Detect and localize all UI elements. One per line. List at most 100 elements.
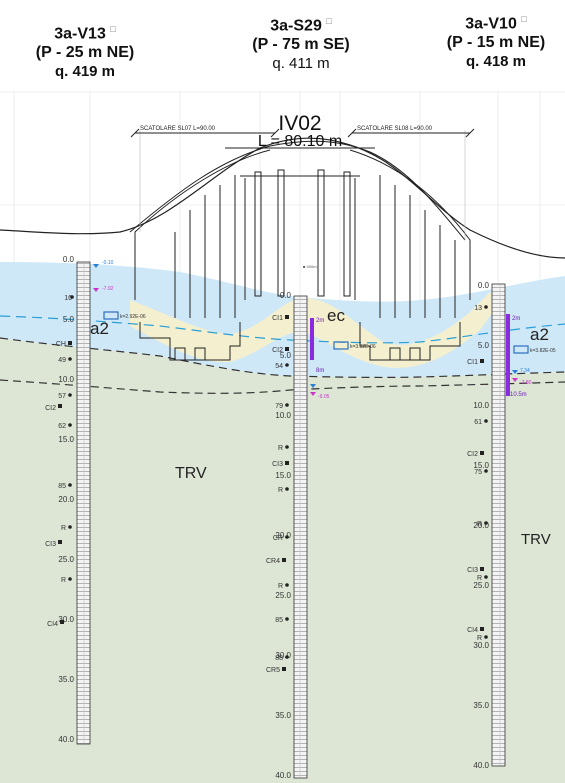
water-marker-icon [310,384,316,388]
water-level: -0.10 [102,260,114,266]
piezometer-bar [506,314,510,396]
depth-tick: 20.0 [58,495,74,504]
depth-tick: 20.0 [473,521,489,530]
depth-tick: 25.0 [58,555,74,564]
sample-label: CI3 [45,541,56,548]
sample-label: CI3 [272,461,283,468]
piezometer-bar [310,318,314,360]
ec-layer [130,292,500,368]
depth-tick: 40.0 [58,735,74,744]
depth-tick: 25.0 [473,581,489,590]
water-level: -7.92 [102,286,114,292]
depth-ticks-v10: 0.0 5.0 10.0 15.0 20.0 25.0 30.0 35.0 40… [473,281,489,770]
box-right-label: SCATOLARE SL08 L=90.00 [357,126,433,132]
samples-v10: 13 CI1 61 CI2 75 R CI3 R CI4 R [467,305,482,642]
log-column [491,283,506,767]
unit-label-trv: TRV [521,531,551,548]
sample-label: R [278,445,283,452]
permeability-box [513,345,529,354]
dash-upper [0,337,565,379]
depth-tick: 5.0 [478,341,490,350]
sample-label: CI2 [467,451,478,458]
square-marker-icon: □ [521,14,527,24]
depth-tick: 25.0 [275,591,291,600]
samples-v13: 16 CH 49 57 CI2 62 85 R CI3 R CI4 [45,295,72,628]
unit-label-a2: a2 [90,319,109,338]
water-marker-icon [93,264,99,268]
depth-tick: 30.0 [473,641,489,650]
unit-label-trv: TRV [175,465,207,482]
dash-lower [0,379,565,394]
sample-label: R [278,583,283,590]
water-level: -9.05 [318,394,330,400]
piezometer-depth: 8m [316,368,324,374]
water-level-labels: -0.10 -7.92 -9.05 7.34 -7.80 [102,260,532,400]
depth-tick: 40.0 [275,771,291,780]
borehole-id: 3a-V10 [465,15,517,33]
depth-tick: 15.0 [58,435,74,444]
depth-tick: 35.0 [473,701,489,710]
log-column [76,261,91,745]
depth-tick: 10.0 [58,375,74,384]
sample-label: 16 [64,295,72,302]
depth-ticks-v13: 0.0 5.0 10.0 15.0 20.0 25.0 30.0 35.0 40… [58,255,74,744]
borehole-elevation: q. 411 m [272,55,330,73]
borehole-id: 3a-S29 [270,17,322,35]
depth-tick: 0.0 [280,291,292,300]
samples-s29: CI1 CI2 54 79 R CI3 R CR CR4 R 85 88 CR5 [266,315,283,674]
small-mark: ■ 400m [303,264,317,269]
borehole-position: (P - 25 m NE) [35,44,135,62]
water-marker-icon [93,288,99,292]
borehole-log-v10 [491,283,506,767]
water-marker-icon [512,378,518,382]
depth-tick: 35.0 [58,675,74,684]
depth-tick: 30.0 [58,615,74,624]
structure-name: IV02 [278,112,321,135]
sample-label: 61 [474,419,482,426]
sample-label: 13 [474,305,482,312]
piezometer-labels: 2m 8m 2m 10.5m [316,316,527,398]
piezometer-depth: 10.5m [510,392,527,398]
sample-label: 54 [275,363,283,370]
borehole-elevation: q. 418 m [465,53,527,71]
permeability-box [333,341,349,350]
unit-label-a2: a2 [530,325,549,344]
sample-label: R [61,525,66,532]
borehole-position: (P - 15 m NE) [446,34,546,52]
sample-label: CI1 [467,359,478,366]
permeability-value: k=3.32E-06 [350,344,376,350]
sample-dots-v13 [58,295,74,624]
borehole-log-v13 [76,261,91,745]
depth-tick: 5.0 [280,351,292,360]
sample-label: 49 [58,357,66,364]
depth-tick: 20.0 [275,531,291,540]
piezometer-depth: 2m [512,316,520,322]
sample-label: CR4 [266,558,280,565]
sample-label: 62 [58,423,66,430]
sample-label: 85 [275,617,283,624]
sample-dots-v10 [480,305,488,639]
sample-label: 57 [58,393,66,400]
unit-label-ec: ec [327,306,345,325]
depth-tick: 15.0 [275,471,291,480]
dimension-lines [130,128,475,149]
permeability-value: k=2.92E-06 [120,314,146,320]
water-marker-icon [310,392,316,396]
water-level: 7.34 [520,368,530,374]
sample-label: CI2 [45,405,56,412]
square-marker-icon: □ [326,16,332,26]
depth-tick: 10.0 [473,401,489,410]
depth-tick: 40.0 [473,761,489,770]
borehole-elevation: q. 419 m [54,63,116,81]
permeability-tests [103,311,529,354]
sample-label: 79 [275,403,283,410]
permeability-labels: k=2.92E-06 k=3.32E-06 k=3.82E-05 [120,314,556,354]
depth-tick: 30.0 [275,651,291,660]
sample-label: R [477,635,482,642]
depth-tick: 35.0 [275,711,291,720]
depth-ticks-s29: 0.0 5.0 10.0 15.0 20.0 25.0 30.0 35.0 40… [275,291,291,780]
borehole-log-s29 [293,295,308,779]
ground-line [0,137,565,259]
sample-dots-s29 [282,315,289,671]
